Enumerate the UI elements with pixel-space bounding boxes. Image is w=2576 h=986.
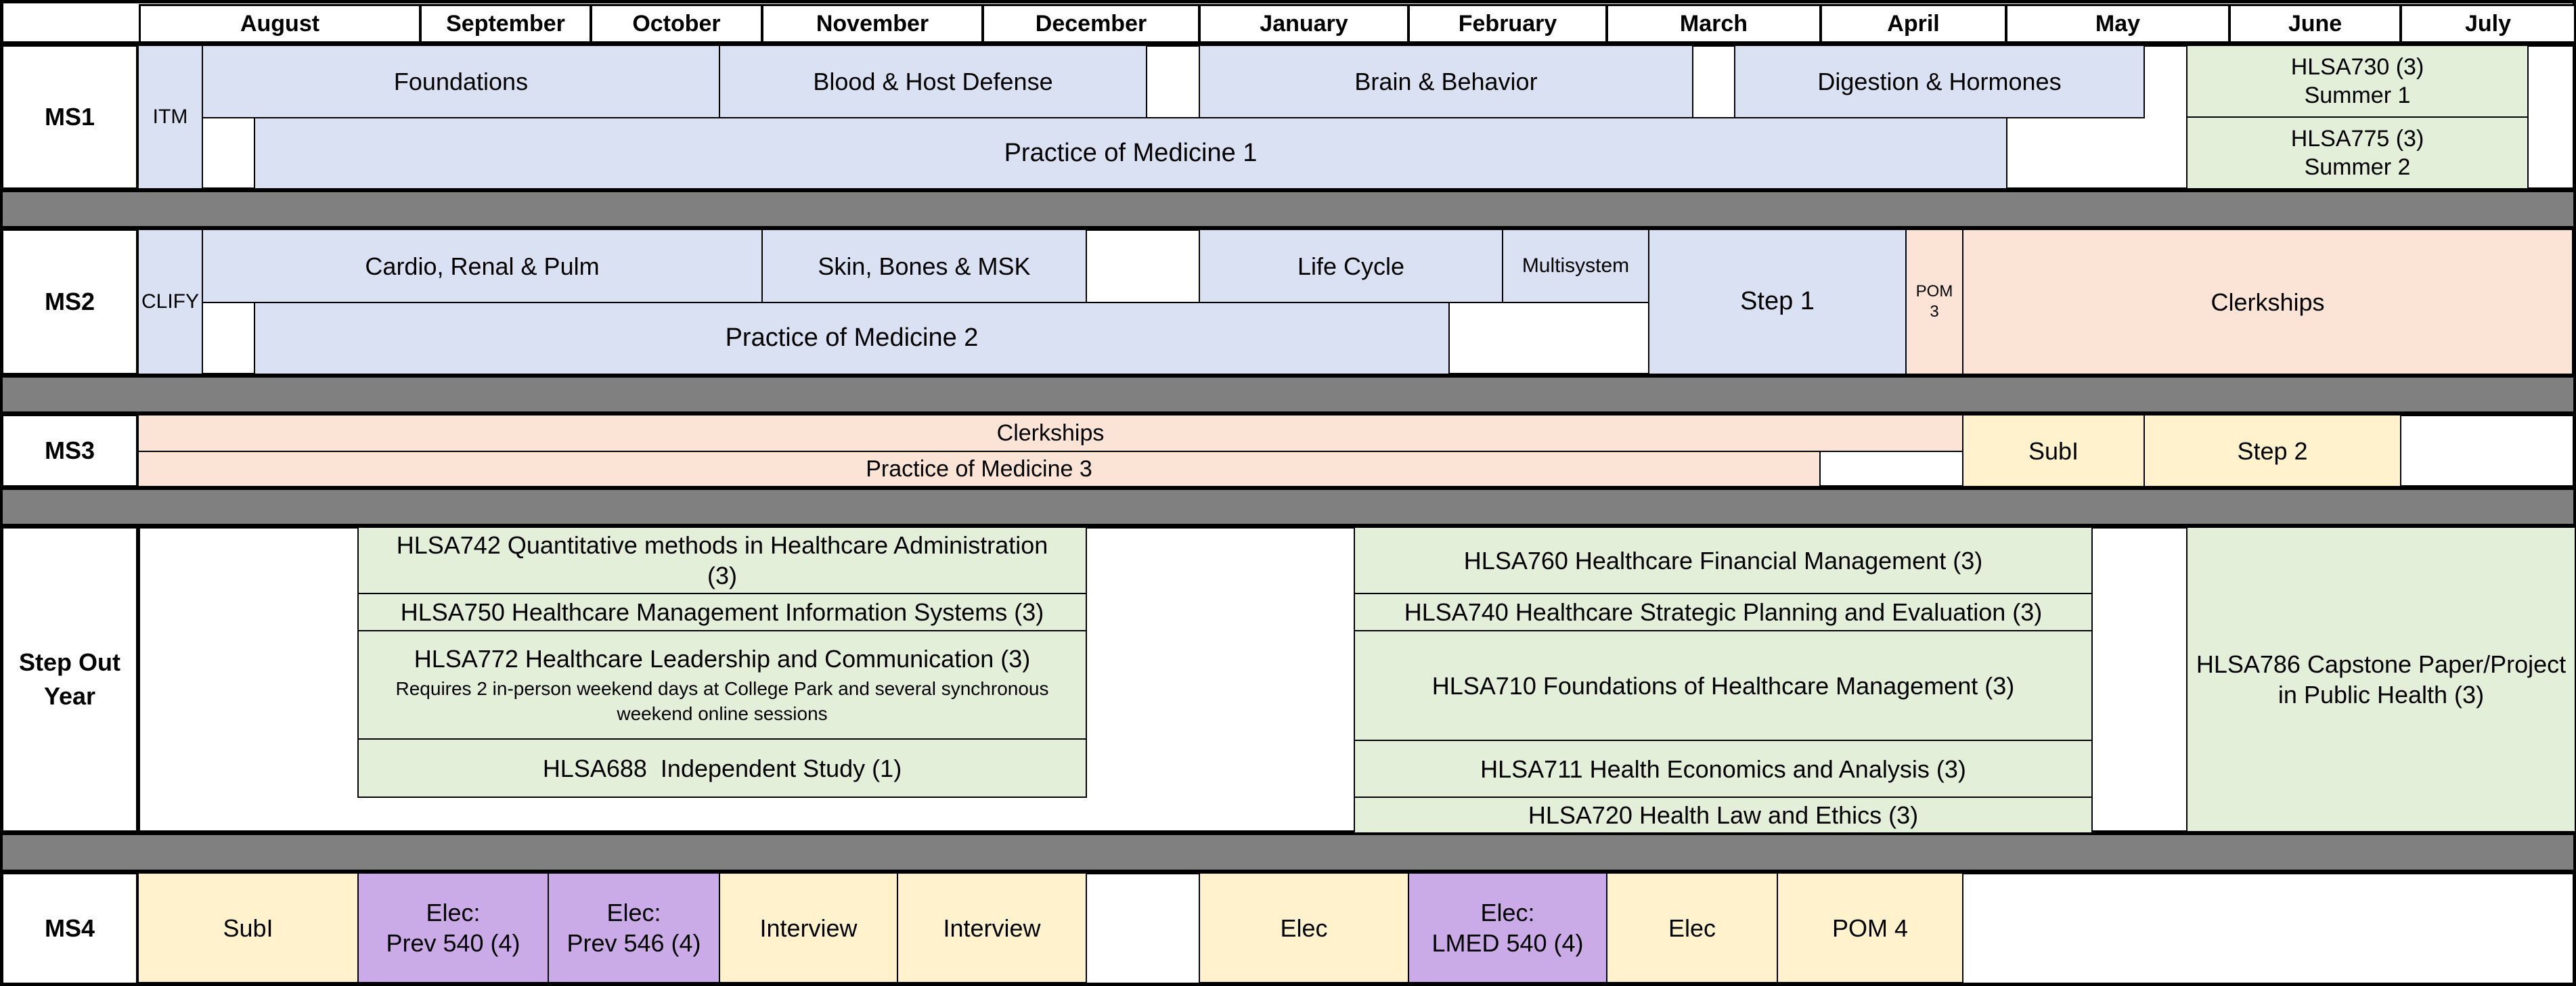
row-label-ms1: MS1 <box>0 43 140 191</box>
course-line: POM <box>1915 282 1953 300</box>
hlsa786-course-block: HLSA786 Capstone Paper/Project in Public… <box>2186 526 2576 832</box>
row-label-ms2: MS2 <box>0 227 140 376</box>
month-november: November <box>761 4 983 43</box>
row-label-step-out-year: Step Out Year <box>0 525 140 834</box>
course-note: Requires 2 in-person weekend days at Col… <box>395 678 1049 700</box>
course-line: Summer 1 <box>2304 83 2411 108</box>
month-december: December <box>982 4 1200 43</box>
separator-band <box>0 375 2576 414</box>
ms1-practice-of-medicine-1-block: Practice of Medicine 1 <box>254 117 2007 189</box>
ms3-clerkships-block: Clerkships <box>137 414 1963 452</box>
hlsa760-course-block: HLSA760 Healthcare Financial Management … <box>1354 526 2093 594</box>
ms2-multisystem-block: Multisystem <box>1502 229 1649 303</box>
ms2-skin-bones-msk-block: Skin, Bones & MSK <box>761 229 1087 303</box>
month-january: January <box>1199 4 1409 43</box>
ms4-interview-block: Interview <box>897 872 1087 983</box>
ms4-elec-prev-546-block: Elec: Prev 546 (4) <box>548 872 720 983</box>
ms1-brain-behavior-block: Brain & Behavior <box>1199 45 1693 118</box>
row-label-ms4: MS4 <box>0 871 140 986</box>
month-august: August <box>139 4 421 43</box>
separator-band <box>0 189 2576 229</box>
month-september: September <box>420 4 592 43</box>
row-label-line: Step Out <box>19 648 120 676</box>
hlsa720-course-block: HLSA720 Health Law and Ethics (3) <box>1354 797 2093 834</box>
course-line: Prev 540 (4) <box>386 929 520 957</box>
ms4-pom-4-block: POM 4 <box>1777 872 1963 983</box>
month-october: October <box>590 4 763 43</box>
ms4-elec-block: Elec <box>1606 872 1778 983</box>
course-line: Elec: <box>606 899 661 926</box>
course-line: LMED 540 (4) <box>1431 929 1584 957</box>
course-line: Elec: <box>1480 899 1535 926</box>
ms2-cardio-renal-pulm-block: Cardio, Renal & Pulm <box>202 229 763 303</box>
ms4-elec-block: Elec <box>1199 872 1409 983</box>
course-line: HLSA786 Capstone Paper/Project <box>2196 650 2567 678</box>
course-line: HLSA775 (3) <box>2290 125 2424 152</box>
ms2-practice-of-medicine-2-block: Practice of Medicine 2 <box>254 302 1450 375</box>
ms1-foundations-block: Foundations <box>202 45 720 118</box>
course-line: (3) <box>707 562 737 589</box>
course-note: weekend online sessions <box>617 702 828 724</box>
month-february: February <box>1408 4 1607 43</box>
row-label-ms3: MS3 <box>0 413 140 489</box>
month-july: July <box>2400 4 2576 43</box>
ms2-step-1-block: Step 1 <box>1648 229 1907 375</box>
ms1-blood-host-defense-block: Blood & Host Defense <box>719 45 1147 118</box>
course-line: HLSA742 Quantitative methods in Healthca… <box>396 531 1048 559</box>
ms2-clify-block: CLIFY <box>137 229 203 375</box>
ms4-elec-lmed-540-block: Elec: LMED 540 (4) <box>1408 872 1607 983</box>
ms3-practice-of-medicine-3-block: Practice of Medicine 3 <box>137 451 1821 487</box>
hlsa710-course-block: HLSA710 Foundations of Healthcare Manage… <box>1354 630 2093 741</box>
ms4-interview-block: Interview <box>719 872 898 983</box>
course-line: HLSA772 Healthcare Leadership and Commun… <box>414 645 1031 673</box>
hlsa711-course-block: HLSA711 Health Economics and Analysis (3… <box>1354 740 2093 798</box>
course-line: Elec: <box>426 899 481 926</box>
ms1-digestion-hormones-block: Digestion & Hormones <box>1734 45 2145 118</box>
row-label-line: Year <box>43 682 96 710</box>
month-march: March <box>1606 4 1821 43</box>
ms2-life-cycle-block: Life Cycle <box>1199 229 1503 303</box>
course-line: HLSA730 (3) <box>2290 53 2424 80</box>
hlsa742-course-block: HLSA742 Quantitative methods in Healthca… <box>357 526 1087 594</box>
hlsa740-course-block: HLSA740 Healthcare Strategic Planning an… <box>1354 593 2093 631</box>
ms2-clerkships-block: Clerkships <box>1962 229 2573 375</box>
course-line: Summer 2 <box>2304 154 2411 180</box>
ms4-elec-prev-540-block: Elec: Prev 540 (4) <box>357 872 549 983</box>
course-line: 3 <box>1930 302 1939 321</box>
ms3-subi-block: SubI <box>1962 414 2145 487</box>
month-may: May <box>2005 4 2230 43</box>
hlsa772-course-block: HLSA772 Healthcare Leadership and Commun… <box>357 630 1087 740</box>
course-line: in Public Health (3) <box>2278 681 2485 709</box>
month-april: April <box>1820 4 2007 43</box>
separator-band <box>0 832 2576 872</box>
hlsa688-course-block: HLSA688 Independent Study (1) <box>357 738 1087 798</box>
ms2-pom-3-block: POM 3 <box>1905 229 1963 375</box>
month-june: June <box>2229 4 2401 43</box>
ms1-itm-block: ITM <box>137 45 203 189</box>
ms4-subi-block: SubI <box>137 872 359 983</box>
ms1-hlsa730-block: HLSA730 (3) Summer 1 <box>2186 45 2529 118</box>
separator-band <box>0 487 2576 526</box>
ms1-hlsa775-block: HLSA775 (3) Summer 2 <box>2186 116 2529 189</box>
course-line: Prev 546 (4) <box>567 929 701 957</box>
hlsa750-course-block: HLSA750 Healthcare Management Informatio… <box>357 593 1087 631</box>
ms3-step-2-block: Step 2 <box>2144 414 2401 487</box>
